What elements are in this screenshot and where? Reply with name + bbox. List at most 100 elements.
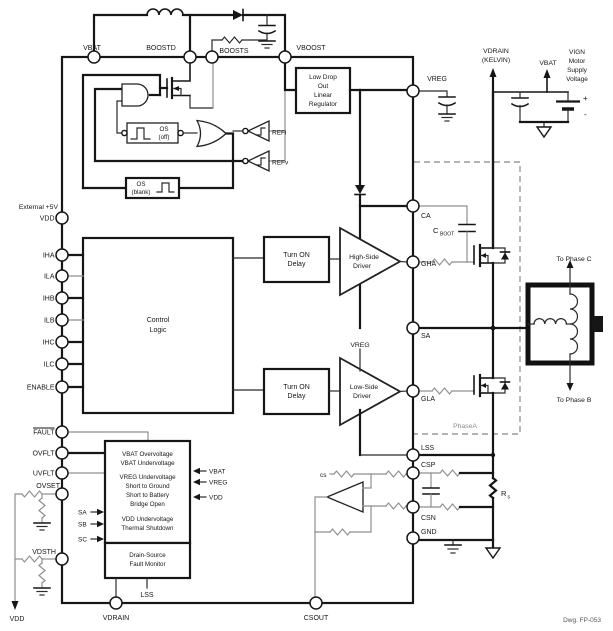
cs-resistor-icon xyxy=(333,470,355,478)
pin-vbat xyxy=(87,50,101,64)
cs-resistor-icon xyxy=(385,502,407,510)
inverter-bubble-icon xyxy=(177,129,184,137)
battery-plus-label: + xyxy=(583,94,588,103)
pin-vdd xyxy=(55,211,69,225)
vdsth-pulldown-resistor-icon xyxy=(38,562,46,584)
pin-sa xyxy=(406,321,420,335)
fault-monitor-section xyxy=(67,431,207,598)
current-sense-section xyxy=(314,452,502,598)
svg-text:BOOT: BOOT xyxy=(440,232,454,238)
boost-inductor-icon xyxy=(146,8,184,16)
vreg-lowside-label: VREG xyxy=(350,342,369,349)
pin-enable xyxy=(55,380,69,394)
ovset-resistor-icon xyxy=(21,490,43,498)
pin-label-vreg: VREG xyxy=(427,76,447,83)
pin-label-ilc: ILC xyxy=(44,362,55,369)
svg-text:Bridge Open: Bridge Open xyxy=(130,501,165,508)
pin-vdsth xyxy=(55,552,69,566)
fault-in-vdd-label: VDD xyxy=(209,495,223,502)
pin-uvflt xyxy=(55,466,69,480)
os-off-label: OS xyxy=(160,126,169,133)
phase-b-arrow-icon xyxy=(566,383,574,391)
cboot-label: C xyxy=(433,226,439,235)
pin-gla xyxy=(406,384,420,398)
svg-text:Short to Ground: Short to Ground xyxy=(125,483,170,490)
svg-text:(KELVIN): (KELVIN) xyxy=(482,57,510,64)
ic-pins xyxy=(55,50,420,610)
high-side-driver-icon xyxy=(339,226,402,297)
pin-vboost xyxy=(278,50,292,64)
feedback-resistor-icon xyxy=(329,528,351,536)
to-phase-c-label: To Phase C xyxy=(556,256,591,263)
ground-icon xyxy=(33,522,51,531)
phase-a-winding-icon xyxy=(533,318,568,325)
pin-label-ilb: ILB xyxy=(44,318,55,325)
boost-circuit xyxy=(92,8,287,53)
cs-resistor-icon xyxy=(385,470,407,478)
label-lss-stub: LSS xyxy=(140,592,154,599)
pin-label-ila: ILA xyxy=(44,274,55,281)
turn-on-delay-high-block xyxy=(262,235,331,284)
svg-text:VREG Undervoltage: VREG Undervoltage xyxy=(119,474,176,481)
svg-text:Thermal Shutdown: Thermal Shutdown xyxy=(122,525,174,532)
fault-in-sc-label: SC xyxy=(78,537,87,544)
low-side-mosfet-icon xyxy=(473,373,494,398)
pin-label-sa: SA xyxy=(421,333,431,340)
and-gate-icon xyxy=(121,83,149,107)
fault-input-arrows-right xyxy=(193,467,207,501)
pin-label-csp: CSP xyxy=(421,462,436,469)
pin-label-uvflt: UVFLT xyxy=(33,471,55,478)
svg-text:Short to Battery: Short to Battery xyxy=(126,492,170,499)
csn-resistor-icon xyxy=(439,503,461,511)
svg-text:Linear: Linear xyxy=(314,92,333,99)
pin-ila xyxy=(55,269,69,283)
pin-vdrain xyxy=(109,596,123,610)
rs-label: R xyxy=(501,489,507,498)
control-logic-block xyxy=(81,236,235,415)
vdsth-resistor-icon xyxy=(21,555,43,563)
pin-label-ihc: IHC xyxy=(42,340,54,347)
fault-in-sa-label: SA xyxy=(78,510,87,517)
turn-on-delay-low-block xyxy=(262,367,331,416)
sense-resistor-icon xyxy=(488,476,498,500)
high-side-body-diode-icon xyxy=(492,247,511,264)
drawing-number: Dwg. FP-053 xyxy=(563,617,601,624)
fault-in-vreg-label: VREG xyxy=(209,480,227,487)
pin-label-gla: GLA xyxy=(421,396,435,403)
refi-inverter-icon xyxy=(242,119,270,143)
pin-boostd xyxy=(183,50,197,64)
fault-monitor-block xyxy=(103,439,192,545)
pin-boosts xyxy=(205,50,219,64)
boosts-resistor-icon xyxy=(221,36,243,44)
pin-label-iha: IHA xyxy=(43,253,55,260)
supply-section xyxy=(489,68,580,249)
sense-filter-cap-icon xyxy=(422,472,440,508)
junction-dot xyxy=(490,452,496,458)
pin-ovset xyxy=(55,487,69,501)
pulse-icon xyxy=(156,182,175,193)
pin-label-vdsth: VDSTH xyxy=(32,549,56,556)
regulator-section xyxy=(283,62,457,330)
pin-label-gnd: GND xyxy=(421,529,437,536)
pin-ilb xyxy=(55,313,69,327)
fault-monitor-text: VBAT Overvoltage xyxy=(122,451,173,458)
charge-pump-logic xyxy=(81,62,286,200)
pin-gha xyxy=(406,255,420,269)
svg-text:Delay: Delay xyxy=(288,393,306,400)
pin-ovflt xyxy=(55,446,69,460)
boost-diode-icon xyxy=(233,10,243,20)
pin-label-csn: CSN xyxy=(421,515,436,522)
low-side-body-diode-icon xyxy=(492,377,511,394)
ldo-block xyxy=(294,66,352,115)
pin-ca xyxy=(406,199,420,213)
battery-minus-label: - xyxy=(584,110,587,119)
phase-c-arrow-icon xyxy=(566,260,574,268)
svg-text:Delay: Delay xyxy=(288,261,306,268)
motor-shaft-tab xyxy=(592,316,603,332)
os-blank-label: OS xyxy=(137,181,146,188)
svg-text:s: s xyxy=(508,495,511,501)
ds-fault-monitor-label: Drain-Source xyxy=(129,552,166,559)
pin-ilc xyxy=(55,357,69,371)
low-side-driver-label: Low-Side xyxy=(350,384,379,391)
